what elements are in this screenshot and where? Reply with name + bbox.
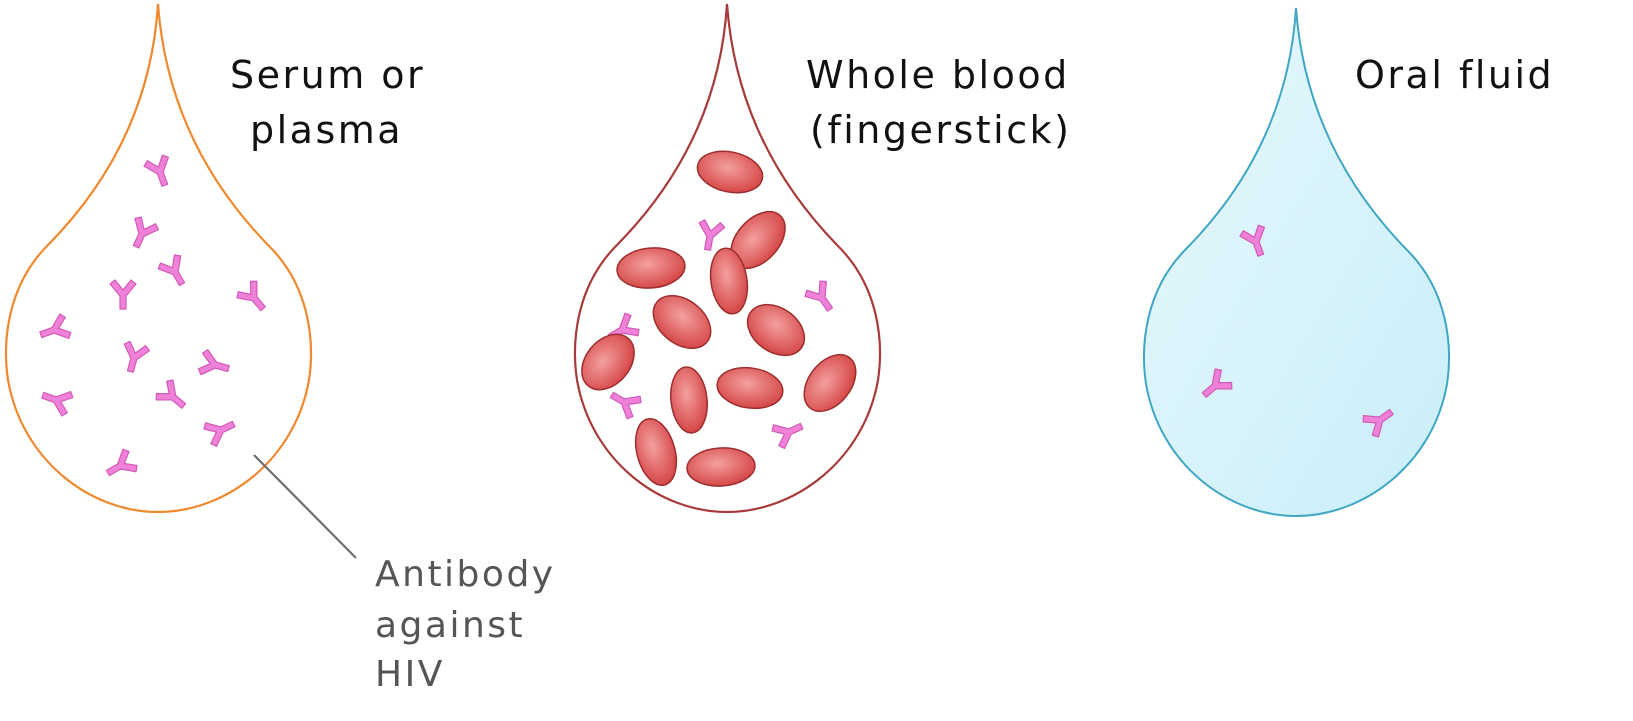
serum-title-line-2: plasma <box>250 108 403 152</box>
panel-oral-fluid: Oral fluid <box>1144 8 1554 516</box>
whole-blood-title-line-1: Whole blood <box>806 53 1070 97</box>
whole-blood-title-line-2: (fingerstick) <box>810 108 1071 152</box>
serum-title-line-1: Serum or <box>230 53 425 97</box>
callout-line <box>254 455 356 558</box>
callout-line-1: Antibody <box>375 554 556 595</box>
panel-whole-blood: Whole blood (fingerstick) <box>571 4 1071 512</box>
panel-serum-plasma: Serum or plasma Antibody against HIV <box>6 4 556 695</box>
callout-line-2: against <box>375 605 525 646</box>
callout-line-3: HIV <box>375 654 445 695</box>
oral-fluid-title: Oral fluid <box>1355 53 1554 97</box>
